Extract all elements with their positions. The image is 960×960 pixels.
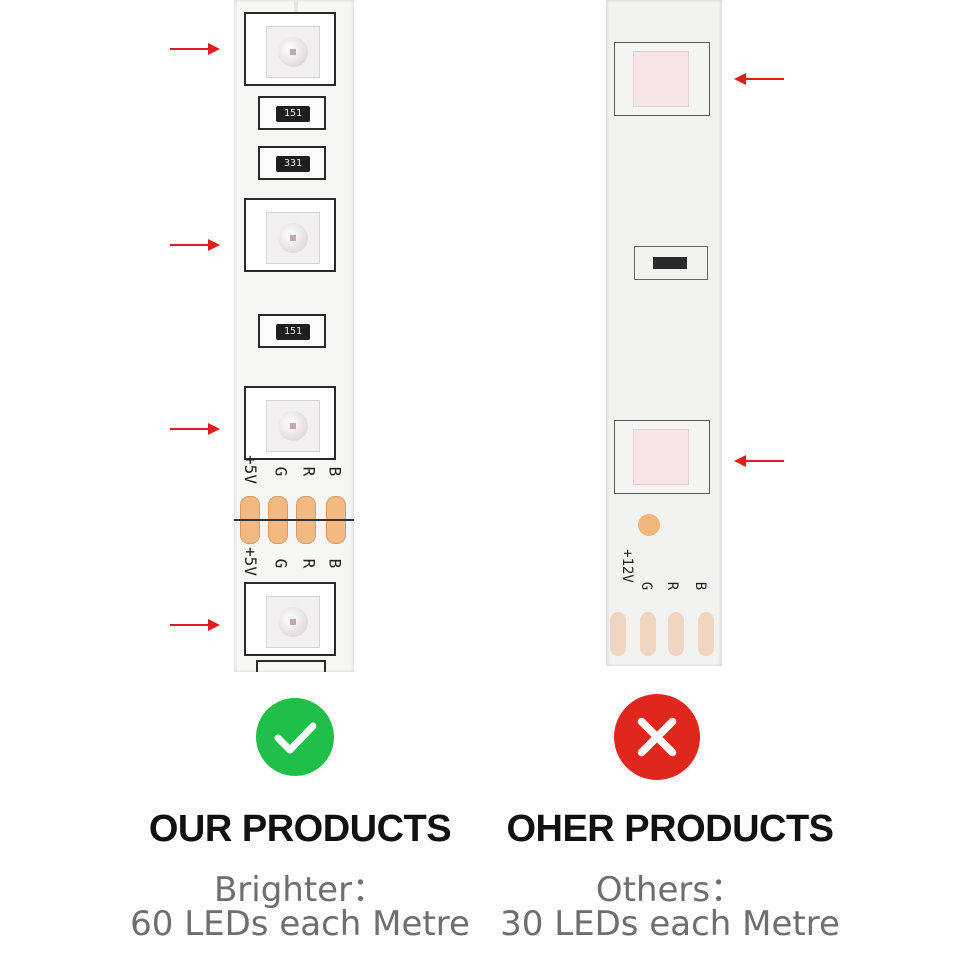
pad-label-power: +5V	[240, 547, 260, 576]
resistor-code: 331	[276, 156, 310, 172]
copper-pad	[640, 612, 656, 656]
pad-label-green: G	[271, 558, 291, 569]
pad-label-green: G	[271, 466, 291, 477]
cross-icon	[614, 694, 700, 780]
pad-label-power: +5V	[240, 455, 260, 484]
copper-pad	[668, 612, 684, 656]
other-products-heading: OHER PRODUCTS	[506, 808, 834, 850]
pad-label-power: +12V	[618, 549, 635, 583]
pad-label-blue: B	[692, 581, 709, 591]
copper-trace	[294, 0, 298, 14]
pad-label-green: G	[638, 581, 655, 591]
arrow-left-icon	[734, 455, 784, 467]
other-products-led-count: 30 LEDs each Metre	[500, 904, 840, 944]
copper-pad	[610, 612, 626, 656]
led-chip	[244, 386, 336, 460]
resistor: 151	[258, 314, 326, 348]
other-products-others: Others：	[595, 870, 745, 910]
check-icon	[256, 698, 334, 776]
arrow-right-icon	[170, 619, 220, 631]
led-chip	[244, 198, 336, 272]
our-led-strip-image: 151 331 151 +5V G R B +5V G R B	[234, 0, 354, 672]
led-chip-partial	[256, 660, 326, 672]
led-chip	[244, 582, 336, 656]
pad-label-red: R	[299, 466, 319, 477]
copper-pad	[698, 612, 714, 656]
arrow-right-icon	[170, 423, 220, 435]
cut-line	[234, 519, 354, 521]
pad-label-red: R	[299, 558, 319, 569]
led-chip	[614, 420, 710, 494]
pad-label-blue: B	[325, 466, 345, 477]
pad-label-red: R	[664, 581, 681, 591]
resistor: 151	[258, 96, 326, 130]
our-products-led-count: 60 LEDs each Metre	[130, 904, 470, 944]
resistor-code: 151	[276, 106, 310, 122]
pad-label-blue: B	[325, 558, 345, 569]
other-led-strip-image: +12V G R B	[606, 0, 722, 666]
led-chip	[614, 42, 710, 116]
solder-pad	[638, 514, 660, 536]
our-products-heading: OUR PRODUCTS	[148, 808, 452, 850]
arrow-right-icon	[170, 43, 220, 55]
resistor-code: 151	[276, 324, 310, 340]
arrow-right-icon	[170, 239, 220, 251]
led-chip	[244, 12, 336, 86]
resistor: 331	[258, 146, 326, 180]
our-products-brighter: Brighter：	[213, 870, 387, 910]
resistor	[634, 246, 708, 280]
arrow-left-icon	[734, 73, 784, 85]
